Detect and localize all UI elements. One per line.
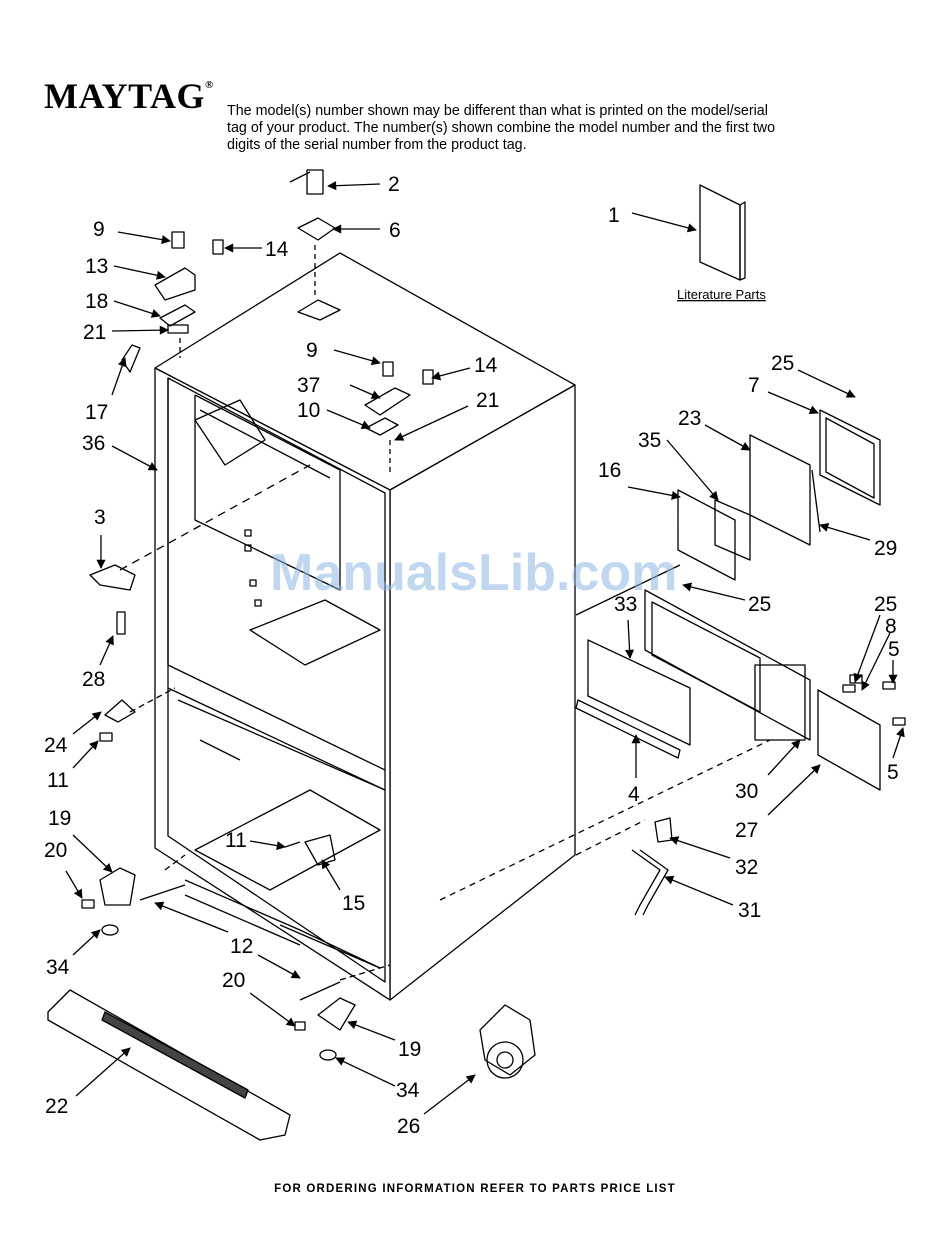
callout-26: 26 [397, 1115, 420, 1138]
model-number-note: The model(s) number shown may be differe… [227, 103, 776, 153]
callout-25b: 25 [748, 593, 771, 616]
callout-23: 23 [678, 407, 701, 430]
callout-20: 20 [44, 839, 67, 862]
drain-tube [631, 817, 673, 916]
callout-4: 4 [628, 783, 640, 806]
left-small-parts [81, 564, 336, 936]
callout-34: 34 [46, 956, 70, 979]
callout-1: 1 [608, 204, 620, 227]
callout-15: 15 [342, 892, 365, 915]
callout-5: 5 [888, 638, 900, 661]
callout-10: 10 [297, 399, 320, 422]
callout-13: 13 [85, 255, 108, 278]
refrigerator-cabinet [154, 252, 576, 1001]
callout-6: 6 [389, 219, 401, 242]
callout-28: 28 [82, 668, 105, 691]
bottom-hinge-right [294, 981, 356, 1061]
literature-parts-label: Literature Parts [677, 287, 766, 302]
callout-18: 18 [85, 290, 108, 313]
callout-14: 14 [265, 238, 289, 261]
callout-11: 11 [47, 769, 69, 792]
callout-24: 24 [44, 734, 68, 757]
callout-33: 33 [614, 593, 637, 616]
ordering-footer: FOR ORDERING INFORMATION REFER TO PARTS … [274, 1183, 676, 1195]
callout-9: 9 [93, 218, 105, 241]
callout-5b: 5 [887, 761, 899, 784]
callout-11b: 11 [225, 829, 247, 852]
callout-29: 29 [874, 537, 897, 560]
callout-14b: 14 [474, 354, 498, 377]
callout-2: 2 [388, 173, 400, 196]
callout-20b: 20 [222, 969, 245, 992]
callout-37: 37 [297, 374, 320, 397]
maytag-logo: MAYTAG® [44, 76, 214, 116]
callout-16: 16 [598, 459, 621, 482]
callout-9b: 9 [306, 339, 318, 362]
callout-25c: 25 [874, 593, 897, 616]
callout-30: 30 [735, 780, 758, 803]
callout-3: 3 [94, 506, 106, 529]
literature-booklet [699, 184, 746, 281]
callout-8: 8 [885, 615, 897, 638]
callout-22: 22 [45, 1095, 68, 1118]
callout-17: 17 [85, 401, 108, 424]
condenser-components [439, 409, 906, 901]
callout-25: 25 [771, 352, 794, 375]
watermark: ManualsLib.com [270, 544, 677, 602]
roller-assembly [479, 1004, 536, 1079]
callout-21b: 21 [476, 389, 499, 412]
callout-34b: 34 [396, 1079, 420, 1102]
callout-35: 35 [638, 429, 661, 452]
callout-19: 19 [48, 807, 71, 830]
base-grille [47, 989, 291, 1141]
callout-36: 36 [82, 432, 105, 455]
callout-32: 32 [735, 856, 758, 879]
callout-31: 31 [738, 899, 761, 922]
callout-7: 7 [748, 374, 760, 397]
top-hinge-left [121, 231, 224, 373]
callout-27: 27 [735, 819, 758, 842]
callout-21: 21 [83, 321, 106, 344]
callout-12: 12 [230, 935, 253, 958]
callout-19b: 19 [398, 1038, 421, 1061]
